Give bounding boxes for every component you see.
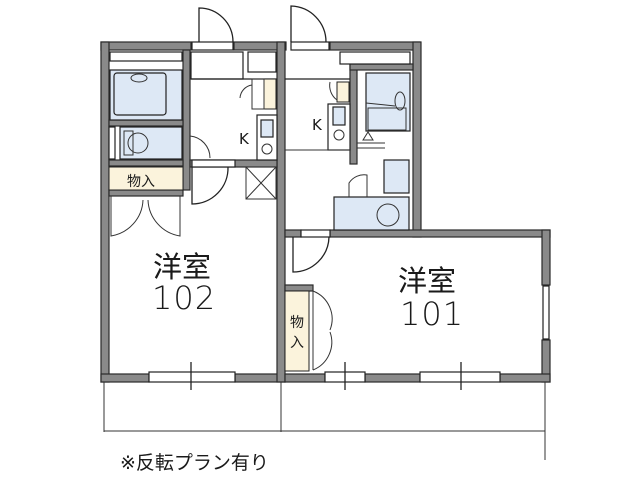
room-101-type: 洋室 bbox=[398, 264, 457, 298]
room-102-number: 102 bbox=[152, 279, 217, 317]
entrance-door-102 bbox=[191, 7, 234, 51]
storage-101-label-1: 物 bbox=[290, 315, 304, 331]
storage-102-label: 物入 bbox=[127, 174, 155, 190]
room-102-type: 洋室 bbox=[153, 250, 212, 284]
kitchen-101-label: K bbox=[312, 116, 322, 134]
storage-101-label-2: 入 bbox=[290, 335, 304, 351]
kitchen-102-label: K bbox=[239, 130, 249, 148]
entrance-door-101 bbox=[290, 5, 330, 51]
unit-101-walls bbox=[284, 41, 551, 383]
reverse-plan-note: ※反転プラン有り bbox=[120, 452, 269, 474]
room-101-number: 101 bbox=[400, 295, 465, 333]
dimension-lines bbox=[103, 382, 546, 460]
